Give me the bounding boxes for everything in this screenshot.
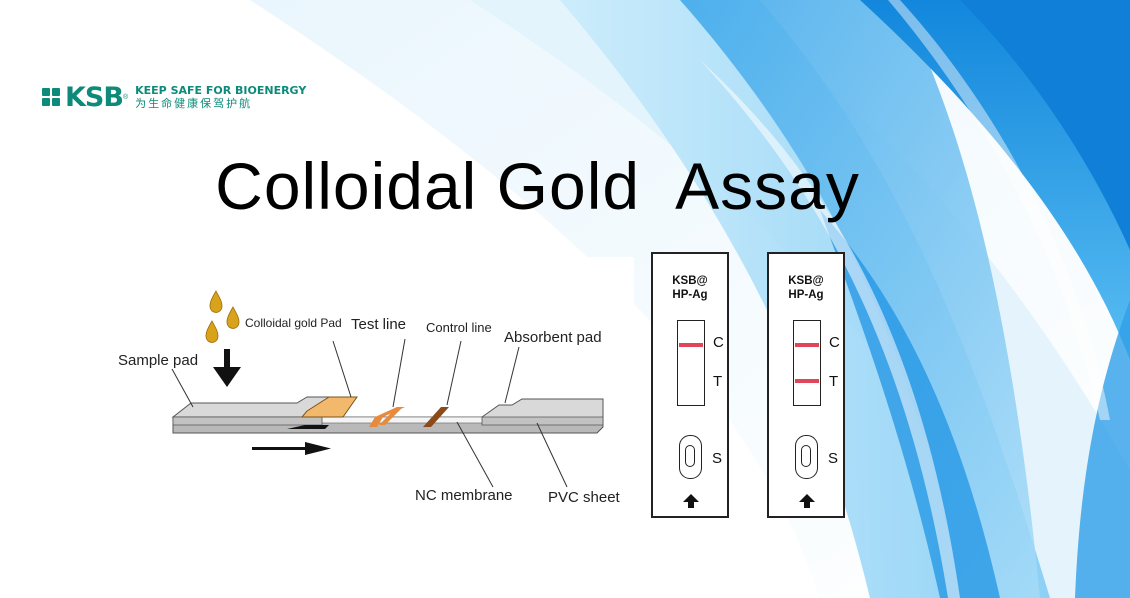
control-line-mark (679, 343, 703, 347)
brand-mark: KSB (65, 81, 124, 113)
sample-well (679, 435, 702, 479)
label-test-line: Test line (351, 316, 407, 333)
logo-mark-icon (42, 88, 60, 106)
label-absorbent-pad: Absorbent pad (504, 329, 602, 346)
t-label: T (829, 373, 839, 390)
label-colloidal-gold-pad: Colloidal gold Pad (245, 316, 342, 330)
cassette-name: KSB@ HP-Ag (788, 275, 824, 301)
up-arrow-icon (799, 494, 815, 508)
c-label: C (713, 334, 724, 351)
label-pvc-sheet: PVC sheet (548, 489, 620, 506)
brand-tagline-en: KEEP SAFE FOR BIOENERGY (135, 83, 307, 97)
up-arrow-icon (683, 494, 699, 508)
brand-logo: KSB ® KEEP SAFE FOR BIOENERGY 为生命健康保驾护航 (42, 82, 306, 112)
flow-direction-arrow-icon (252, 442, 331, 455)
label-nc-membrane: NC membrane (415, 487, 513, 504)
result-window (793, 320, 821, 406)
test-cassette-positive: KSB@ HP-Ag C T S (767, 252, 845, 518)
test-strip-illustration (171, 290, 604, 488)
label-sample-pad: Sample pad (118, 352, 199, 369)
t-label: T (713, 373, 723, 390)
sample-well (795, 435, 818, 479)
s-label: S (712, 450, 723, 467)
page-title: Colloidal Gold Assay (215, 149, 860, 223)
c-label: C (829, 334, 840, 351)
leader-lines (171, 338, 568, 488)
down-arrow-icon (213, 349, 241, 387)
brand-tagline-cn: 为生命健康保驾护航 (135, 96, 253, 110)
test-line-mark (795, 379, 819, 383)
cassette-name: KSB@ HP-Ag (672, 275, 708, 301)
test-cassette-negative: KSB@ HP-Ag C T S (651, 252, 729, 518)
result-window (677, 320, 705, 406)
control-line-mark (795, 343, 819, 347)
label-control-line: Control line (426, 320, 492, 335)
sample-drops-icon (205, 290, 240, 343)
s-label: S (828, 450, 839, 467)
test-strip-diagram: Sample pad Colloidal gold Pad Test line … (107, 257, 634, 510)
registered-mark: ® (122, 93, 129, 101)
